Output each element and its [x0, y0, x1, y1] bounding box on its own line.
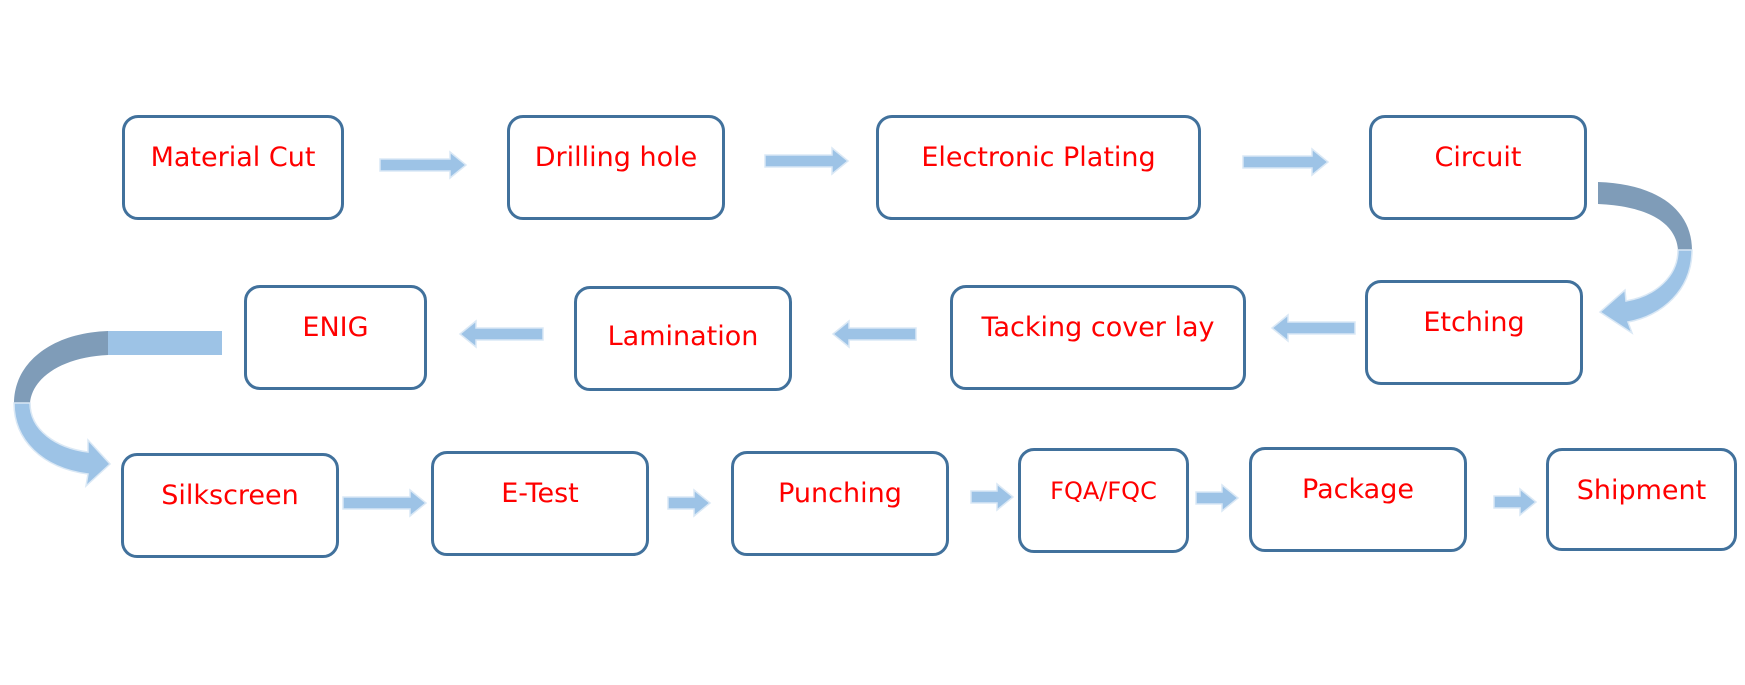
arrow-right-icon [379, 150, 468, 180]
step-punching: Punching [731, 451, 949, 556]
step-electronic-plating: Electronic Plating [876, 115, 1201, 220]
step-label: Material Cut [150, 142, 316, 173]
step-label: Tacking cover lay [981, 312, 1215, 343]
step-circuit: Circuit [1369, 115, 1587, 220]
arrow-right-icon [970, 482, 1015, 512]
step-label: Lamination [607, 321, 759, 352]
step-enig: ENIG [244, 285, 427, 390]
step-shipment: Shipment [1546, 448, 1737, 551]
arrow-left-icon [1270, 313, 1356, 343]
step-label: E-Test [501, 478, 579, 509]
step-fqa-fqc: FQA/FQC [1018, 448, 1189, 553]
step-drilling-hole: Drilling hole [507, 115, 725, 220]
curved-arrow-icon [14, 331, 108, 403]
arrow-left-icon [458, 319, 544, 349]
arrow-right-icon [667, 488, 712, 518]
curved-arrow-icon [1598, 249, 1693, 335]
step-label: Drilling hole [534, 142, 698, 173]
curved-arrow-icon [1598, 182, 1692, 250]
arrow-right-icon [1493, 487, 1538, 517]
step-lamination: Lamination [574, 286, 792, 391]
step-tacking-cover-lay: Tacking cover lay [950, 285, 1246, 390]
curved-arrow-icon [13, 402, 112, 489]
arrow-left-icon [831, 319, 917, 349]
arrow-right-icon [1242, 147, 1330, 177]
step-package: Package [1249, 447, 1467, 552]
step-label: ENIG [302, 312, 369, 343]
step-silkscreen: Silkscreen [121, 453, 339, 558]
arrow-right-icon [764, 146, 850, 176]
step-material-cut: Material Cut [122, 115, 344, 220]
arrow-right-icon [342, 488, 428, 518]
step-label: Circuit [1434, 142, 1522, 173]
step-label: Package [1302, 474, 1414, 505]
step-label: Silkscreen [161, 480, 299, 511]
step-label: Etching [1423, 307, 1525, 338]
arrow-right-icon [1195, 483, 1240, 513]
step-label: Shipment [1576, 475, 1707, 506]
step-label: Electronic Plating [921, 142, 1156, 173]
step-e-test: E-Test [431, 451, 649, 556]
step-etching: Etching [1365, 280, 1583, 385]
step-label: Punching [778, 478, 902, 509]
curved-arrow-icon [108, 331, 222, 355]
step-label: FQA/FQC [1050, 477, 1157, 505]
